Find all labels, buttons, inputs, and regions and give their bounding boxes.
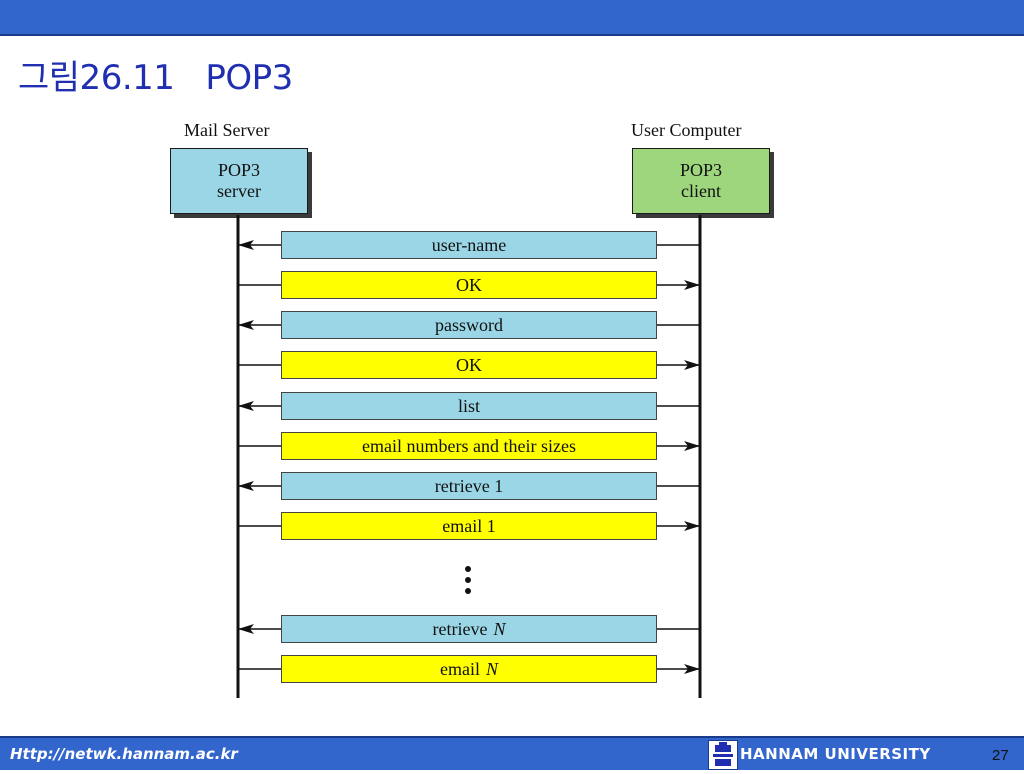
message-box: user-name: [281, 231, 657, 259]
message-box: OK: [281, 351, 657, 379]
top-bar: [0, 0, 1024, 36]
mail-server-label: Mail Server: [184, 120, 270, 140]
message-variable: N: [485, 658, 498, 679]
message-label: user-name: [431, 234, 507, 255]
slide-title: 그림26.11 POP3: [18, 58, 293, 98]
message-label: email: [440, 658, 480, 679]
ellipsis-dot: [465, 566, 471, 572]
client-box-line-1: POP3: [679, 160, 723, 180]
message-label: email 1: [442, 515, 496, 536]
footer-bar: Http://netwk.hannam.ac.kr HANNAM UNIVERS…: [0, 736, 1024, 770]
server-box-line-2: server: [217, 181, 261, 201]
message-label: OK: [456, 274, 482, 295]
university-name: HANNAM UNIVERSITY: [740, 745, 931, 763]
pop3-server-box: POP3 server: [170, 148, 308, 214]
server-box-line-1: POP3: [217, 160, 261, 180]
message-label: email numbers and their sizes: [362, 435, 576, 456]
ellipsis: [462, 566, 474, 596]
message-label: list: [457, 395, 480, 416]
footer-url-link[interactable]: Http://netwk.hannam.ac.kr: [10, 745, 238, 763]
message-box: list: [281, 392, 657, 420]
university-logo-icon: [708, 740, 738, 770]
message-label: password: [435, 314, 503, 335]
message-box: password: [281, 311, 657, 339]
message-box: email numbers and their sizes: [281, 432, 657, 460]
message-label: retrieve: [432, 618, 488, 639]
message-label: OK: [456, 354, 482, 375]
page-number: 27: [992, 747, 1009, 764]
pop3-client-box: POP3 client: [632, 148, 770, 214]
ellipsis-dot: [465, 577, 471, 583]
message-box: email 1: [281, 512, 657, 540]
client-box-line-2: client: [681, 181, 721, 201]
message-label: retrieve 1: [434, 475, 504, 496]
ellipsis-dot: [465, 588, 471, 594]
message-box: OK: [281, 271, 657, 299]
message-variable: N: [493, 618, 506, 639]
message-box: retrieve 1: [281, 472, 657, 500]
user-computer-label: User Computer: [631, 120, 742, 140]
